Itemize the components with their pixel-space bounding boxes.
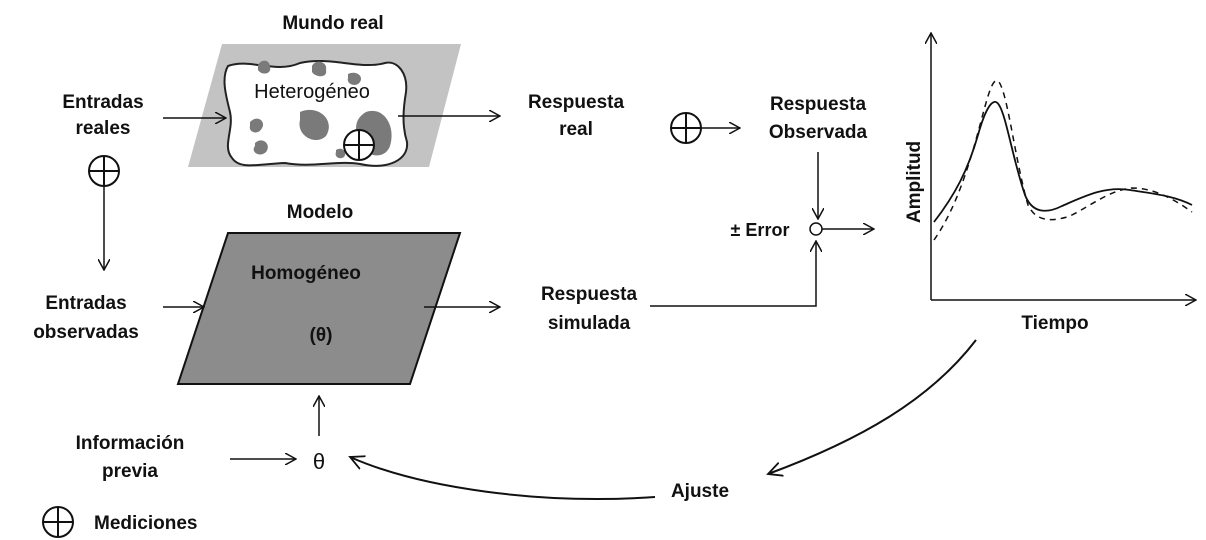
graph-y-axis-label: Amplitud (904, 141, 925, 223)
terrain-spot (249, 118, 264, 133)
heterogeneous-label: Heterogéneo (254, 81, 370, 103)
observed-inputs-label-line1: Entradas (45, 293, 126, 314)
terrain-spot (312, 61, 327, 77)
real-inputs-label-line2: reales (76, 118, 131, 139)
model-parameter-label: (θ) (310, 325, 333, 346)
error-label: ± Error (731, 220, 790, 240)
measurement-symbol (343, 129, 375, 161)
observed-response-curve (933, 79, 1193, 241)
real-response-label-line1: Respuesta (528, 92, 625, 113)
error-comparison-node (809, 222, 823, 236)
measurement-legend-symbol (42, 506, 74, 538)
measurement-symbol (670, 112, 702, 144)
terrain-spot (258, 60, 271, 74)
real-world-title: Mundo real (282, 13, 383, 34)
terrain-spot (335, 148, 346, 159)
measurement-symbol (88, 155, 120, 187)
simulated-response-curve (933, 101, 1193, 223)
model-box (176, 232, 462, 385)
observed-inputs-label-line2: observadas (33, 322, 139, 343)
legend-label: Mediciones (94, 513, 197, 534)
simulated-response-label-line1: Respuesta (541, 284, 638, 305)
arrow-adjust-to-theta (350, 457, 656, 500)
model-title: Modelo (287, 202, 354, 223)
real-inputs-label-line1: Entradas (62, 92, 143, 113)
terrain-spot (347, 72, 362, 85)
real-response-label-line2: real (559, 119, 593, 140)
observed-response-label-line2: Observada (769, 122, 868, 143)
response-graph: Amplitud Tiempo (904, 33, 1196, 334)
observed-response-label-line1: Respuesta (770, 94, 867, 115)
terrain-spot (299, 109, 329, 141)
arrow-simulated-to-error (650, 241, 816, 307)
simulated-response-label-line2: simulada (548, 313, 631, 334)
terrain-spot (253, 140, 268, 155)
prior-info-label-line2: previa (102, 461, 158, 482)
adjust-label: Ajuste (671, 481, 729, 502)
arrow-graph-to-adjust (768, 339, 977, 474)
prior-info-label-line1: Información (76, 433, 185, 454)
theta-symbol: θ (313, 449, 325, 474)
graph-x-axis-label: Tiempo (1021, 313, 1088, 334)
homogeneous-label: Homogéneo (251, 263, 361, 284)
